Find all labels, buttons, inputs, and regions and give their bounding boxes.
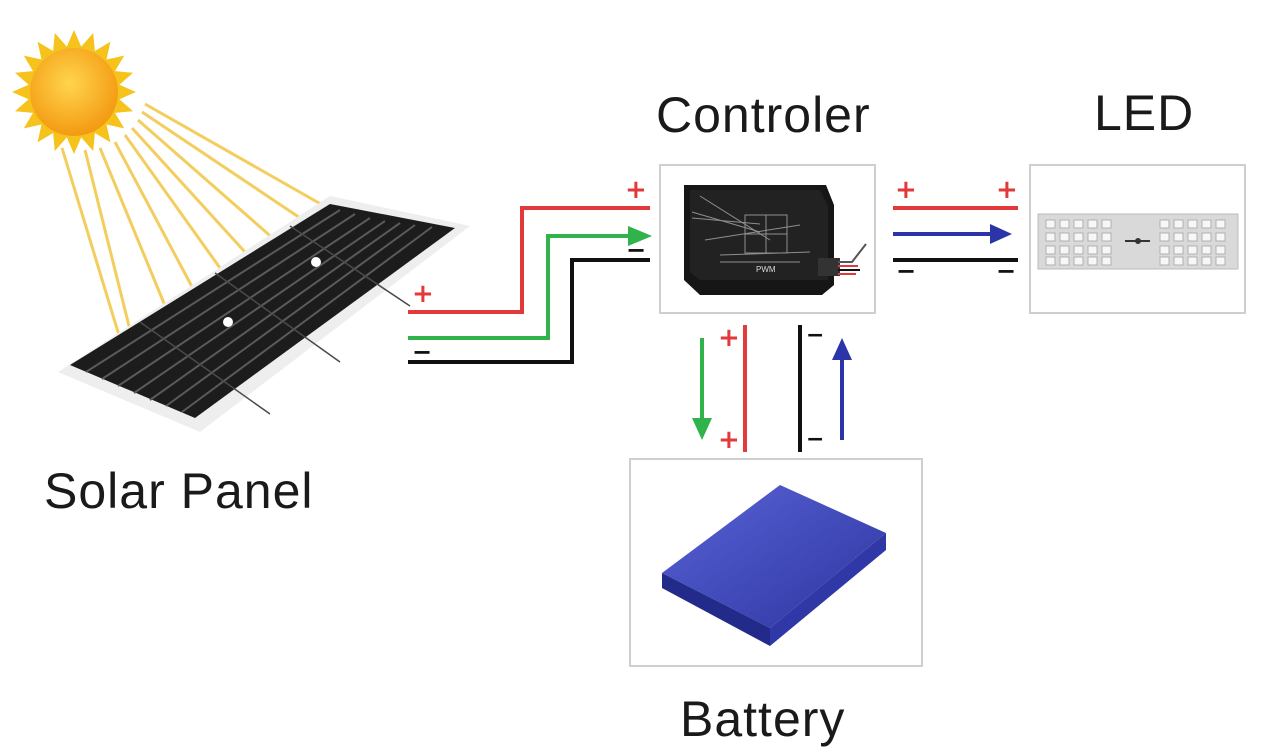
led-chip bbox=[1173, 256, 1184, 266]
led-chip bbox=[1201, 219, 1212, 229]
led-chip bbox=[1087, 256, 1098, 266]
led-chip bbox=[1073, 232, 1084, 242]
led-chip bbox=[1159, 232, 1170, 242]
led-out-positive-sign: + bbox=[895, 175, 917, 205]
led-in-positive-sign: + bbox=[996, 175, 1018, 205]
led-chip bbox=[1215, 232, 1226, 242]
led-chip bbox=[1059, 256, 1070, 266]
solar-panel bbox=[58, 196, 470, 432]
led-chip bbox=[1045, 256, 1056, 266]
led-chip bbox=[1073, 219, 1084, 229]
led-chip bbox=[1045, 245, 1056, 255]
led-chip bbox=[1045, 232, 1056, 242]
led-chip bbox=[1201, 245, 1212, 255]
led-chip bbox=[1059, 219, 1070, 229]
battery-top-positive-sign: + bbox=[718, 323, 740, 353]
led-chip bbox=[1201, 256, 1212, 266]
controller-in-negative-sign: − bbox=[626, 236, 646, 264]
battery-discharge-arrow-head bbox=[832, 338, 852, 360]
controller-battery-wires bbox=[692, 325, 852, 452]
led-chip bbox=[1159, 256, 1170, 266]
panel-negative-sign: − bbox=[412, 338, 432, 366]
led-chip bbox=[1087, 232, 1098, 242]
led-chip bbox=[1101, 256, 1112, 266]
sun-icon bbox=[12, 30, 136, 154]
controller-in-positive-sign: + bbox=[625, 175, 647, 205]
led-chip bbox=[1159, 219, 1170, 229]
led-chip bbox=[1059, 232, 1070, 242]
led-chip bbox=[1159, 245, 1170, 255]
panel-positive-sign: + bbox=[412, 279, 434, 309]
led-chip bbox=[1045, 219, 1056, 229]
controller-box: PWM bbox=[659, 164, 876, 314]
led-chip bbox=[1059, 245, 1070, 255]
led-chip bbox=[1101, 245, 1112, 255]
led-chip bbox=[1187, 256, 1198, 266]
led-module bbox=[1029, 164, 1246, 314]
solar-panel-label: Solar Panel bbox=[44, 463, 314, 519]
battery-bottom-negative-sign: − bbox=[806, 427, 824, 452]
led-chip bbox=[1173, 219, 1184, 229]
battery-top-negative-sign: − bbox=[806, 323, 824, 348]
led-chip bbox=[1087, 245, 1098, 255]
led-chip bbox=[1173, 245, 1184, 255]
battery-icon bbox=[662, 485, 886, 646]
led-chip bbox=[1101, 232, 1112, 242]
panel-positive-wire bbox=[408, 206, 650, 314]
battery-charge-arrow-head bbox=[692, 418, 712, 440]
controller-label: Controler bbox=[656, 87, 871, 143]
panel-to-controller-wires bbox=[408, 206, 652, 364]
led-chip bbox=[1087, 219, 1098, 229]
led-chip bbox=[1215, 245, 1226, 255]
led-label: LED bbox=[1094, 85, 1194, 141]
panel-charge-wire bbox=[408, 234, 630, 340]
battery-box bbox=[629, 458, 923, 667]
led-chip bbox=[1187, 232, 1198, 242]
controller-to-led-wires bbox=[893, 206, 1018, 262]
led-chip bbox=[1215, 219, 1226, 229]
battery-label: Battery bbox=[680, 691, 845, 747]
controller-device: PWM bbox=[684, 185, 867, 295]
led-in-negative-sign: − bbox=[996, 257, 1016, 285]
led-chip bbox=[1215, 256, 1226, 266]
panel-negative-wire bbox=[408, 258, 650, 364]
battery-bottom-positive-sign: + bbox=[718, 425, 740, 455]
discharge-arrow-head bbox=[990, 224, 1012, 244]
led-chip bbox=[1073, 245, 1084, 255]
led-chip bbox=[1187, 219, 1198, 229]
led-chip bbox=[1073, 256, 1084, 266]
led-out-negative-sign: − bbox=[896, 257, 916, 285]
led-chip bbox=[1101, 219, 1112, 229]
led-chip bbox=[1187, 245, 1198, 255]
controller-device-label: PWM bbox=[756, 265, 776, 274]
charge-arrow-head bbox=[628, 226, 652, 246]
led-chip bbox=[1201, 232, 1212, 242]
led-chip bbox=[1173, 232, 1184, 242]
